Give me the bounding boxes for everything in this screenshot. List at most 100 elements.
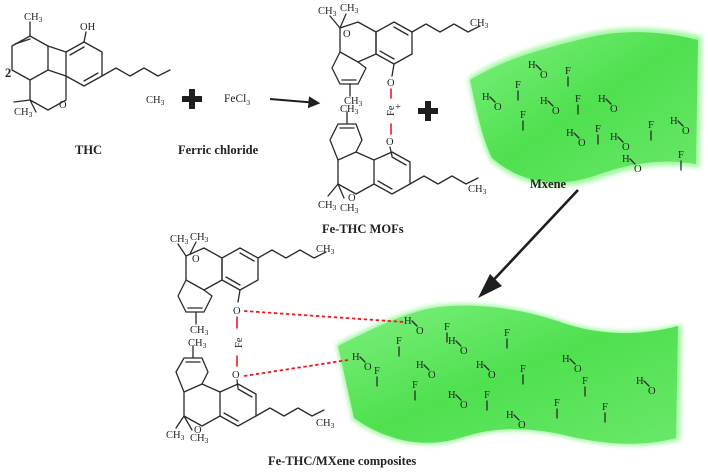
mxene-bottom-hydroxyl-7-h: H: [506, 410, 514, 421]
composite-fe-center: Fe: [234, 337, 245, 348]
fe-thc-mof-structure: O CH3 CH3 CH3 CH3 O Fe + O: [318, 3, 489, 215]
mxene-top-hydroxyl-1-h: H: [482, 92, 490, 103]
stoich-coefficient: 2: [5, 66, 11, 80]
label-fe-thc-mofs: Fe-THC MOFs: [322, 222, 404, 236]
thc-molecule: CH3 OH O CH3 CH3 2: [5, 12, 171, 119]
mxene-bottom-fluorine-3: F: [520, 364, 526, 375]
mxene-bottom-fluorine-4: F: [374, 366, 380, 377]
mxene-top-hydroxyl-1-o: O: [494, 102, 502, 113]
svg-text:CH3: CH3: [468, 184, 487, 196]
mof-lower-thc: O CH3 O CH3 CH3 CH3: [318, 104, 487, 215]
mxene-top-hydroxyl-7-o: O: [634, 164, 642, 175]
process-arrow: [485, 189, 579, 289]
svg-text:CH3: CH3: [470, 18, 489, 30]
mxene-top-hydroxyl-3-h: H: [598, 94, 606, 105]
mxene-bottom-hydroxyl-1-bond: [455, 340, 462, 347]
svg-text:CH3: CH3: [316, 244, 335, 256]
mxene-top-fluorine-5: F: [648, 120, 654, 131]
thc-pentyl-terminal: CH3: [146, 95, 165, 107]
svg-text:CH3: CH3: [188, 338, 207, 350]
svg-text:O: O: [194, 425, 202, 436]
mxene-bottom-hydroxyl-5-bond: [569, 358, 576, 365]
thc-pyran-oxygen: O: [59, 100, 67, 111]
mxene-bottom-fluorine-5: F: [412, 380, 418, 391]
mxene-bottom-hydroxyl-2-h: H: [476, 360, 484, 371]
fecl3-formula: FeCl3: [224, 93, 250, 107]
mxene-bottom-fluorine-7: F: [484, 390, 490, 401]
svg-text:O: O: [233, 306, 241, 317]
svg-text:O: O: [387, 78, 395, 89]
svg-text:O: O: [348, 193, 356, 204]
mxene-bottom-hydroxyl-8-o: O: [648, 386, 656, 397]
hydrogen-bond-lower: [243, 359, 349, 377]
label-ferric-chloride: Ferric chloride: [178, 143, 259, 157]
mxene-top-hydroxyl-1-bond: [489, 96, 496, 103]
svg-text:CH3: CH3: [340, 104, 359, 116]
mxene-bottom-hydroxyl-8-bond: [643, 380, 650, 387]
mxene-top-hydroxyl-0-bond: [535, 64, 542, 71]
mxene-top-fluorine-6: F: [678, 150, 684, 161]
mxene-bottom-hydroxyl-0-h: H: [404, 316, 412, 327]
svg-text:CH3: CH3: [166, 430, 185, 442]
mxene-top-hydroxyl-2-bond: [547, 100, 554, 107]
mxene-top-hydroxyl-6-h: H: [610, 132, 618, 143]
mof-upper-thc: O CH3 CH3 CH3 CH3 O: [318, 3, 489, 108]
mxene-top-hydroxyl-3-bond: [605, 98, 612, 105]
mof-fe-charge: +: [395, 102, 401, 113]
mxene-top-fluorine-1: F: [515, 80, 521, 91]
mxene-bottom-hydroxyl-3-o: O: [364, 362, 372, 373]
mxene-bottom-hydroxyl-3-h: H: [352, 352, 360, 363]
mxene-top-hydroxyl-3-o: O: [610, 104, 618, 115]
label-thc: THC: [75, 143, 102, 157]
mxene-bottom-hydroxyl-1-h: H: [448, 336, 456, 347]
svg-text:O: O: [232, 370, 240, 381]
mxene-bottom-fluorine-8: F: [554, 398, 560, 409]
mxene-bottom-hydroxyl-3-bond: [359, 356, 366, 363]
mxene-bottom-hydroxyl-6-bond: [455, 394, 462, 401]
mxene-top-hydroxyl-0-h: H: [528, 60, 536, 71]
svg-text:CH3: CH3: [340, 203, 359, 215]
mxene-top-hydroxyl-5-o: O: [682, 126, 690, 137]
svg-text:O: O: [343, 29, 351, 40]
svg-text:O: O: [386, 137, 394, 148]
mof-fe-center: Fe: [386, 105, 397, 116]
plus-sign-2: [418, 101, 438, 121]
svg-text:CH3: CH3: [344, 96, 363, 108]
mxene-top-hydroxyl-4-o: O: [578, 138, 586, 149]
mxene-bottom-hydroxyl-5-o: O: [574, 364, 582, 375]
mxene-top-hydroxyl-0-o: O: [540, 70, 548, 81]
mxene-top-hydroxyl-7-bond: [629, 158, 636, 165]
hydrogen-bond-upper: [243, 310, 405, 323]
reaction-arrow: [269, 96, 321, 109]
mxene-top-hydroxyl-2-o: O: [552, 106, 560, 117]
mxene-bottom-hydroxyl-7-bond: [513, 414, 520, 421]
mxene-bottom-hydroxyl-0-o: O: [416, 326, 424, 337]
mxene-top-fluorine-0: F: [565, 66, 571, 77]
svg-text:CH3: CH3: [190, 433, 209, 445]
mxene-bottom-hydroxyl-4-o: O: [428, 370, 436, 381]
plus-sign-1: [182, 89, 202, 109]
mxene-top-hydroxyl-4-h: H: [566, 128, 574, 139]
mxene-bottom-fluorine-1: F: [396, 336, 402, 347]
mxene-bottom-hydroxyl-8-h: H: [636, 376, 644, 387]
mxene-top-hydroxyl-5-bond: [677, 120, 684, 127]
mxene-bottom-fluorine-2: F: [504, 328, 510, 339]
mxene-top-hydroxyl-2-h: H: [540, 96, 548, 107]
mxene-bottom-fluorine-6: F: [582, 376, 588, 387]
svg-text:CH3: CH3: [340, 3, 359, 15]
mxene-bottom-hydroxyl-7-o: O: [518, 420, 526, 431]
mxene-top-hydroxyl-6-bond: [617, 136, 624, 143]
svg-text:CH3: CH3: [170, 234, 189, 246]
svg-text:O: O: [192, 254, 200, 265]
mxene-top-fluorine-2: F: [575, 94, 581, 105]
mxene-bottom-hydroxyl-4-h: H: [416, 360, 424, 371]
label-composites: Fe-THC/MXene composites: [268, 454, 416, 468]
svg-text:CH3: CH3: [318, 200, 337, 212]
composite-fe-thc-structure: O CH3 CH3 CH3 CH3 O Fe O CH3 O CH3 C: [166, 232, 335, 445]
mxene-top-hydroxyl-7-h: H: [622, 154, 630, 165]
mxene-bottom-hydroxyl-2-o: O: [488, 370, 496, 381]
mxene-sheet-top: [468, 28, 702, 187]
